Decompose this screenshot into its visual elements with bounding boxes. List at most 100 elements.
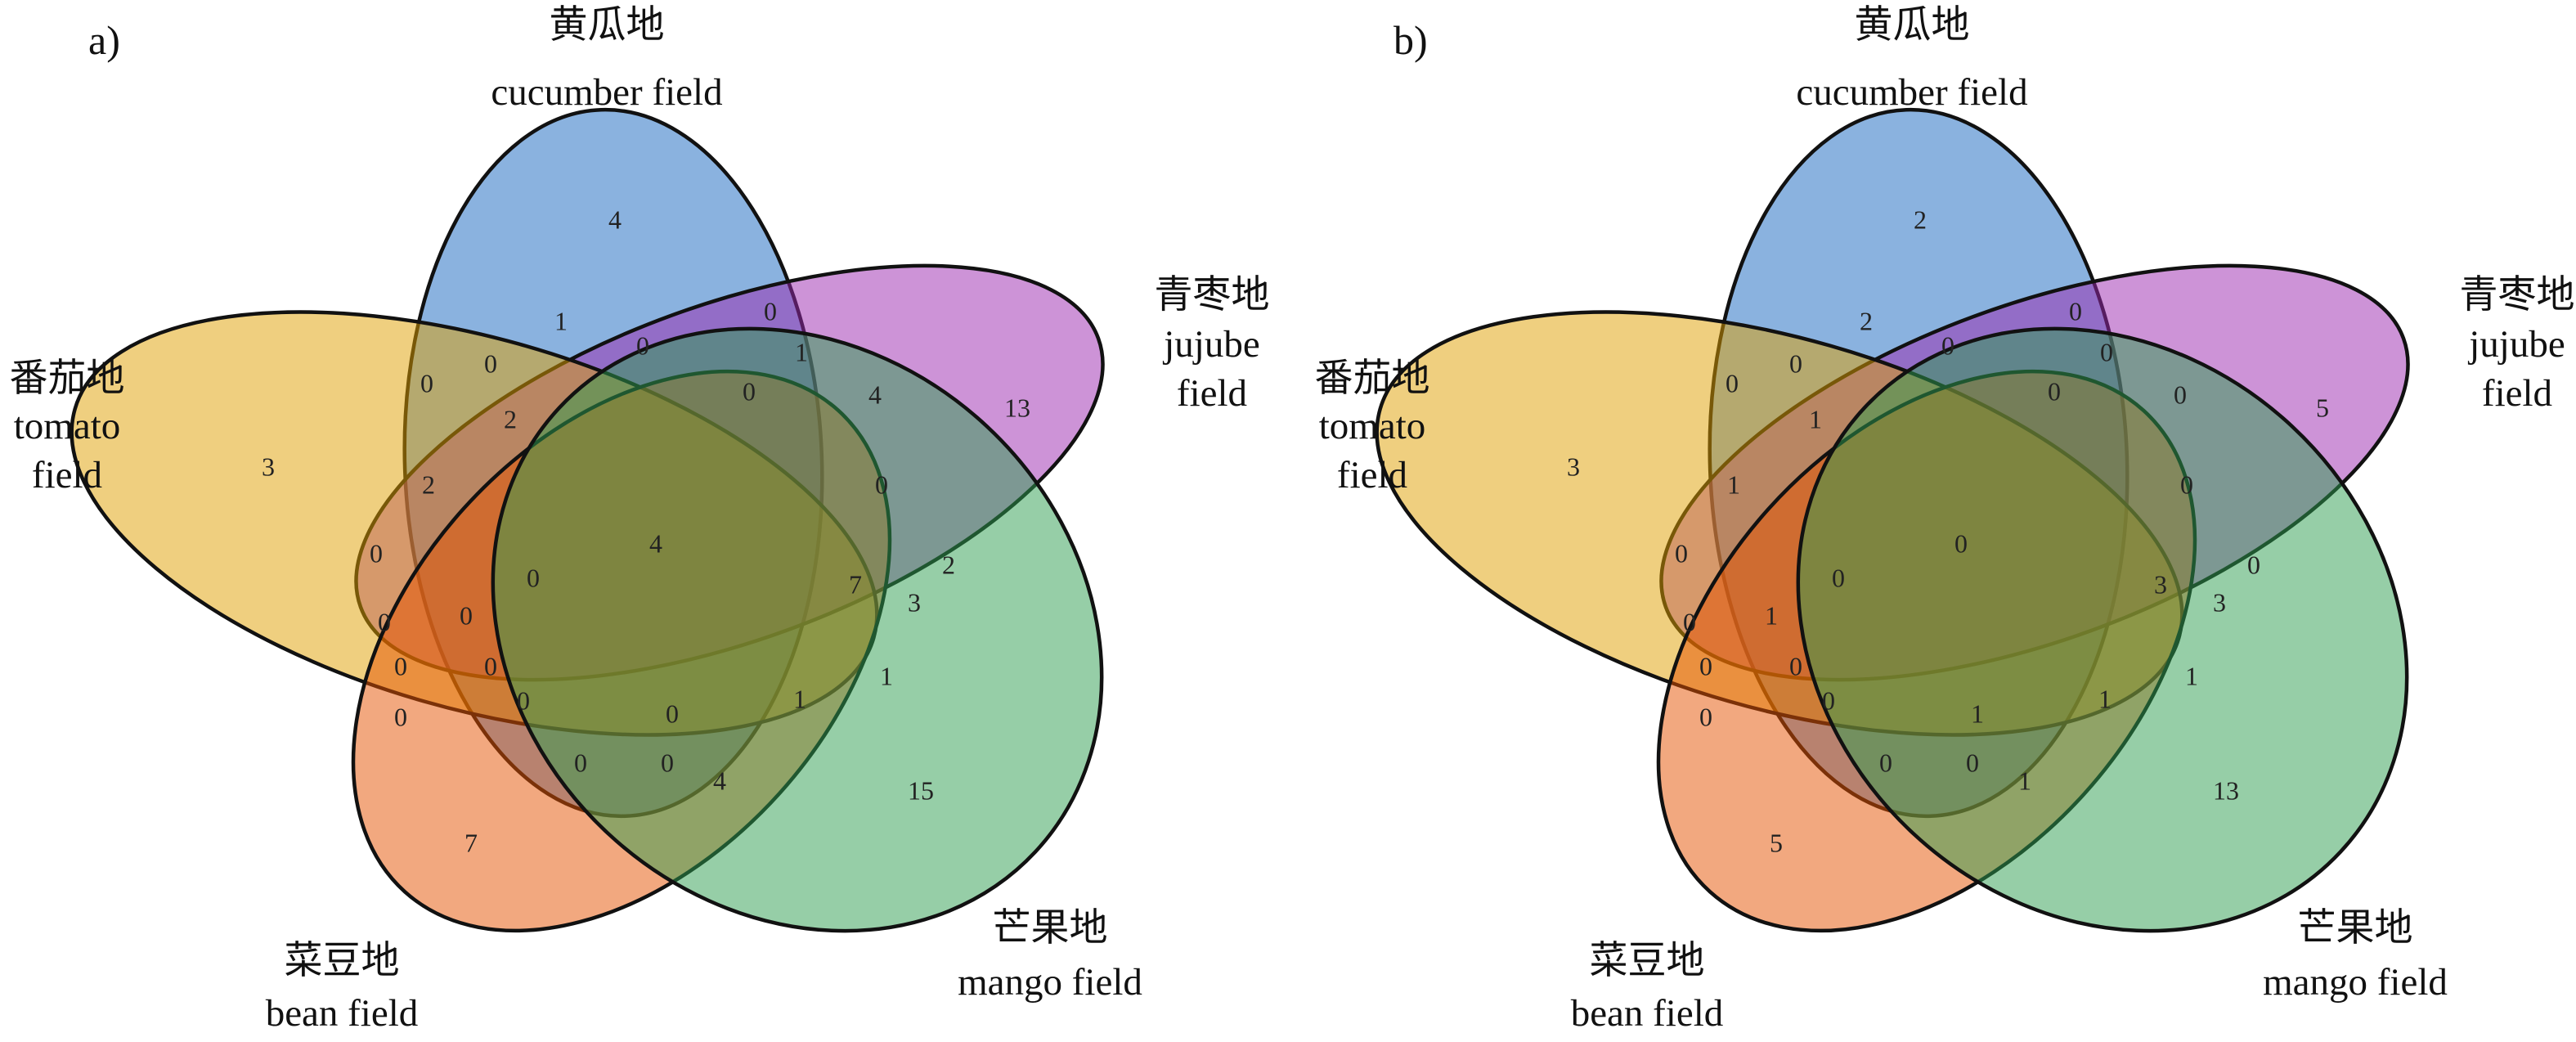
region-count: 0 bbox=[2180, 469, 2193, 499]
set-label-jujube-en: jujube bbox=[2467, 323, 2565, 366]
ellipse-mango bbox=[1796, 326, 2409, 933]
region-count: 2 bbox=[942, 550, 955, 579]
set-label-tomato-en: tomato bbox=[1319, 405, 1426, 447]
region-count: 5 bbox=[1770, 828, 1783, 857]
region-count: 0 bbox=[743, 376, 756, 406]
region-count: 1 bbox=[793, 684, 806, 713]
region-count: 5 bbox=[2316, 393, 2329, 422]
region-count: 0 bbox=[1726, 368, 1739, 397]
region-count: 0 bbox=[1699, 651, 1712, 680]
region-count: 0 bbox=[636, 330, 649, 360]
set-label-jujube-zh: 青枣地 bbox=[1155, 274, 1270, 317]
region-count: 0 bbox=[764, 296, 777, 326]
region-count: 15 bbox=[908, 775, 934, 805]
region-count: 0 bbox=[1789, 348, 1802, 378]
region-count: 7 bbox=[464, 828, 478, 857]
region-count: 0 bbox=[527, 563, 540, 592]
region-count: 2 bbox=[1860, 306, 1873, 335]
region-count: 0 bbox=[661, 748, 674, 777]
set-label-jujube-en: jujube bbox=[1162, 323, 1259, 366]
region-count: 0 bbox=[2247, 550, 2260, 579]
set-label-bean-en: bean field bbox=[266, 992, 419, 1035]
region-count: 1 bbox=[1727, 469, 1740, 499]
region-count: 1 bbox=[1765, 600, 1778, 630]
set-label-cucumber-zh: 黄瓜地 bbox=[1855, 4, 1970, 47]
region-count: 0 bbox=[484, 348, 497, 378]
region-count: 3 bbox=[262, 451, 275, 481]
region-count: 13 bbox=[2213, 775, 2239, 805]
region-count: 0 bbox=[2048, 376, 2061, 406]
region-count: 4 bbox=[608, 204, 622, 234]
region-count: 0 bbox=[420, 368, 433, 397]
region-count: 0 bbox=[517, 685, 530, 715]
region-count: 0 bbox=[2100, 337, 2113, 366]
region-count: 1 bbox=[1971, 698, 1984, 728]
region-count: 3 bbox=[2213, 587, 2226, 617]
region-count: 0 bbox=[378, 607, 391, 636]
region-count: 0 bbox=[394, 651, 407, 680]
set-label-cucumber-en: cucumber field bbox=[1796, 71, 2027, 114]
region-count: 0 bbox=[394, 702, 407, 731]
region-count: 0 bbox=[370, 538, 383, 568]
region-count: 1 bbox=[795, 337, 808, 366]
region-count: 0 bbox=[460, 600, 473, 630]
panel-letter: a) bbox=[88, 17, 120, 63]
region-count: 0 bbox=[666, 698, 679, 728]
region-count: 0 bbox=[1699, 702, 1712, 731]
region-count: 0 bbox=[1966, 748, 1979, 777]
region-count: 4 bbox=[868, 380, 882, 409]
set-label-mango-zh: 芒果地 bbox=[993, 907, 1108, 950]
region-count: 2 bbox=[1914, 204, 1927, 234]
region-count: 2 bbox=[504, 404, 517, 433]
region-count: 13 bbox=[1004, 393, 1030, 422]
region-count: 7 bbox=[849, 569, 862, 599]
set-label-mango-en: mango field bbox=[958, 961, 1142, 1004]
region-count: 0 bbox=[2174, 380, 2187, 409]
set-label-bean-en: bean field bbox=[1571, 992, 1724, 1035]
region-count: 0 bbox=[1879, 748, 1892, 777]
region-count: 1 bbox=[2018, 766, 2031, 795]
panel-letter: b) bbox=[1393, 17, 1428, 63]
set-label-tomato-zh: 番茄地 bbox=[10, 357, 125, 400]
set-label-mango-zh: 芒果地 bbox=[2298, 907, 2413, 950]
set-label-tomato-en: field bbox=[32, 454, 102, 496]
set-label-jujube-en: field bbox=[1177, 372, 1247, 415]
region-count: 1 bbox=[2098, 684, 2112, 713]
region-count: 0 bbox=[484, 651, 497, 680]
region-count: 3 bbox=[1567, 451, 1580, 481]
set-label-tomato-en: field bbox=[1337, 454, 1407, 496]
set-label-cucumber-en: cucumber field bbox=[491, 71, 722, 114]
region-count: 1 bbox=[2185, 661, 2198, 690]
set-label-jujube-zh: 青枣地 bbox=[2460, 274, 2575, 317]
region-count: 0 bbox=[875, 469, 888, 499]
region-count: 0 bbox=[1941, 330, 1954, 360]
set-label-mango-en: mango field bbox=[2263, 961, 2448, 1004]
set-label-bean-zh: 菜豆地 bbox=[1590, 940, 1705, 982]
region-count: 0 bbox=[1789, 651, 1802, 680]
set-label-tomato-zh: 番茄地 bbox=[1315, 357, 1430, 400]
ellipse-mango bbox=[491, 326, 1104, 933]
region-count: 0 bbox=[1954, 528, 1968, 558]
region-count: 1 bbox=[880, 661, 893, 690]
region-count: 0 bbox=[1675, 538, 1688, 568]
set-label-cucumber-zh: 黄瓜地 bbox=[550, 4, 665, 47]
set-label-jujube-en: field bbox=[2482, 372, 2552, 415]
region-count: 2 bbox=[422, 469, 435, 499]
region-count: 0 bbox=[1683, 607, 1696, 636]
region-count: 3 bbox=[908, 587, 921, 617]
region-count: 4 bbox=[649, 528, 662, 558]
set-label-tomato-en: tomato bbox=[14, 405, 121, 447]
region-count: 0 bbox=[1822, 685, 1835, 715]
region-count: 0 bbox=[574, 748, 587, 777]
set-label-bean-zh: 菜豆地 bbox=[285, 940, 400, 982]
region-count: 4 bbox=[713, 766, 726, 795]
region-count: 0 bbox=[2069, 296, 2082, 326]
region-count: 0 bbox=[1832, 563, 1845, 592]
region-count: 1 bbox=[1809, 404, 1822, 433]
region-count: 3 bbox=[2154, 569, 2167, 599]
region-count: 1 bbox=[554, 306, 568, 335]
